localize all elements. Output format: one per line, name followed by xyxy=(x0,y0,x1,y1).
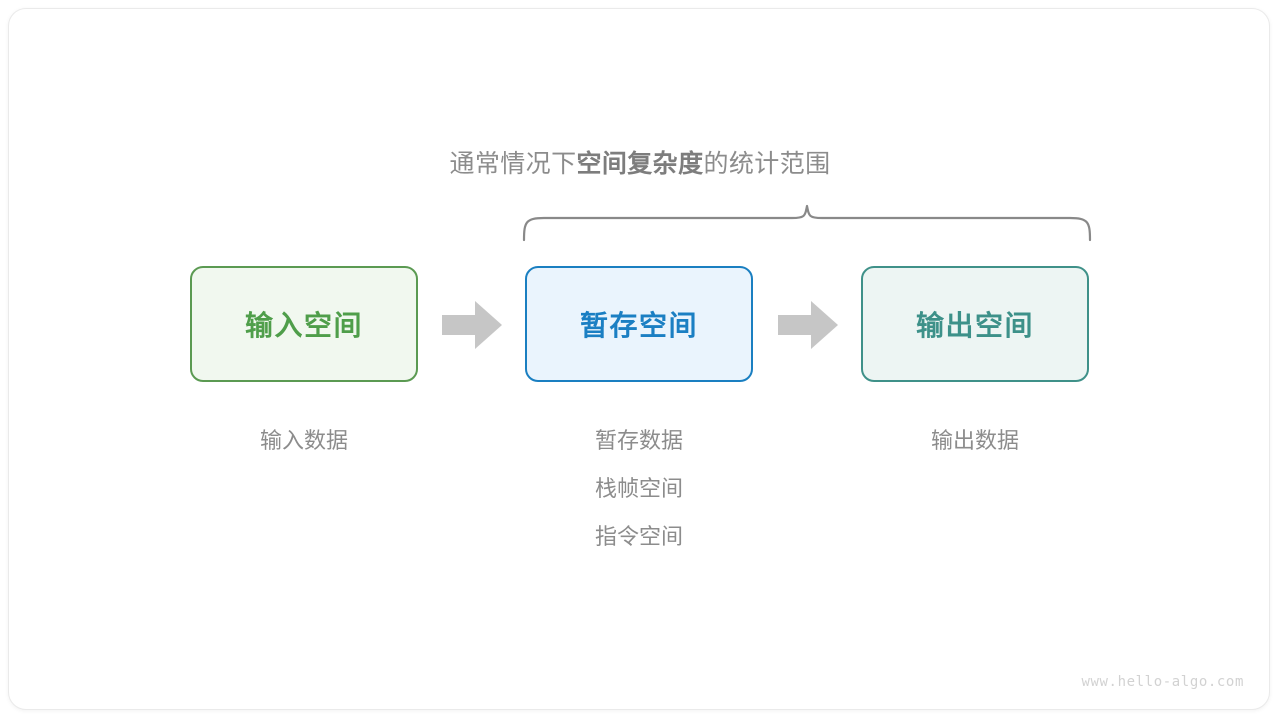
stage-box-output[interactable]: 输出空间 xyxy=(861,266,1089,382)
stage-caption-line: 栈帧空间 xyxy=(594,476,683,501)
stage-captions-buffer: 暂存数据 栈帧空间 指令空间 xyxy=(525,417,753,561)
brace-caption-emphasis: 空间复杂度 xyxy=(576,150,704,178)
right-arrow-icon-buffer-to-output xyxy=(778,301,838,349)
right-arrow-icon-input-to-buffer xyxy=(442,301,502,349)
brace-caption: 通常情况下空间复杂度的统计范围 xyxy=(0,144,1280,180)
scope-brace-icon xyxy=(522,204,1092,242)
stage-box-input-label: 输入空间 xyxy=(244,310,363,341)
watermark: www.hello-algo.com xyxy=(1081,674,1244,690)
stage-captions-output: 输出数据 xyxy=(861,417,1089,465)
stage-caption-line: 指令空间 xyxy=(594,524,683,549)
brace-caption-prefix: 通常情况下 xyxy=(449,150,577,178)
stage-box-buffer-label: 暂存空间 xyxy=(579,310,698,341)
stage-captions-input: 输入数据 xyxy=(190,417,418,465)
stage-box-buffer[interactable]: 暂存空间 xyxy=(525,266,753,382)
brace-caption-suffix: 的统计范围 xyxy=(703,150,831,178)
stage-caption-line: 输入数据 xyxy=(259,428,348,453)
stage-box-output-label: 输出空间 xyxy=(915,310,1034,341)
stage-caption-line: 暂存数据 xyxy=(594,428,683,453)
stage-caption-line: 输出数据 xyxy=(930,428,1019,453)
stage-box-input[interactable]: 输入空间 xyxy=(190,266,418,382)
